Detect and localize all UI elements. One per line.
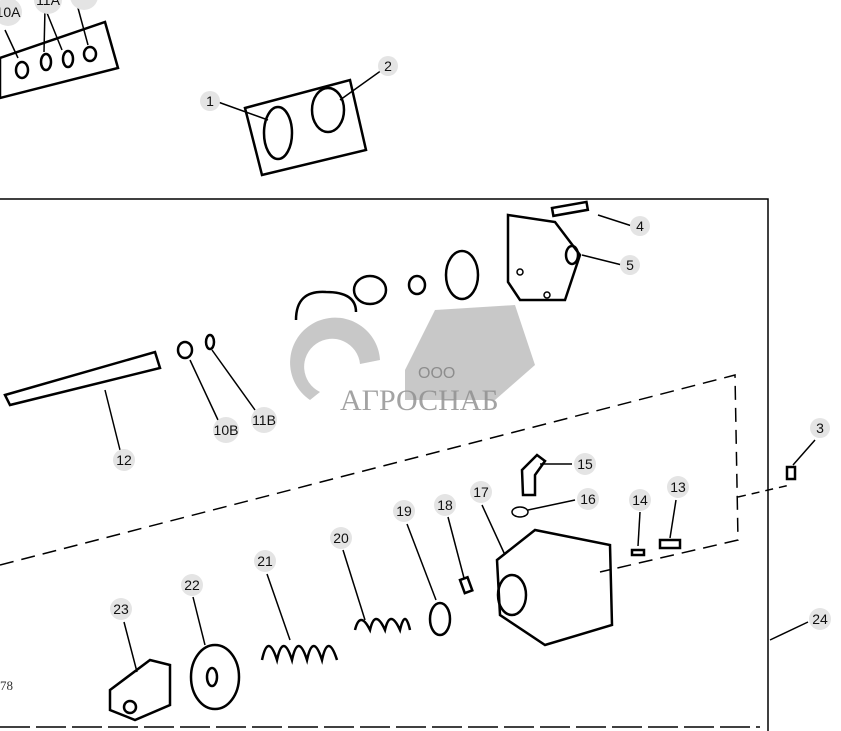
callout-22: 22	[181, 574, 203, 596]
callout-11a: 11A	[34, 0, 62, 14]
lower-parts	[108, 439, 816, 722]
watermark-prefix: ООО	[418, 365, 455, 382]
svg-text:12: 12	[116, 452, 132, 468]
svg-text:13: 13	[670, 479, 686, 495]
callout-2: 2	[378, 56, 398, 76]
svg-text:19: 19	[396, 503, 412, 519]
svg-text:14: 14	[632, 492, 648, 508]
shaft	[3, 333, 256, 451]
svg-text:11B: 11B	[252, 412, 276, 428]
callout-11b: 11B	[251, 407, 277, 433]
callout-3: 3	[810, 418, 830, 438]
watermark-logo: ООО АГРОСНАБ	[290, 305, 535, 417]
svg-text:18: 18	[437, 497, 453, 513]
upper-parts	[294, 200, 633, 321]
callout-19: 19	[393, 500, 415, 522]
svg-text:10A: 10A	[0, 4, 21, 20]
callout-24: 24	[809, 608, 831, 630]
callout-14: 14	[629, 489, 651, 511]
callout-10b: 10B	[213, 417, 239, 443]
callout-1: 1	[200, 91, 220, 111]
callout-16: 16	[577, 488, 599, 510]
callout-12: 12	[113, 449, 135, 471]
assembly-frame	[0, 198, 769, 731]
callout-5: 5	[620, 255, 640, 275]
svg-text:22: 22	[184, 577, 200, 593]
svg-text:20: 20	[333, 530, 349, 546]
svg-text:23: 23	[113, 601, 129, 617]
callout-18: 18	[434, 494, 456, 516]
svg-text:16: 16	[580, 491, 596, 507]
seal-kit-a-panel	[0, 7, 120, 100]
seal-kit-panel	[217, 69, 383, 177]
callout-10a: 10A	[0, 0, 22, 26]
svg-text:11A: 11A	[36, 0, 61, 8]
callout-20: 20	[330, 527, 352, 549]
svg-text:1: 1	[206, 93, 214, 109]
svg-text:5: 5	[626, 257, 634, 273]
figure-code: 78	[0, 678, 13, 693]
callout-21: 21	[254, 550, 276, 572]
svg-text:10B: 10B	[214, 422, 239, 438]
svg-text:24: 24	[812, 611, 828, 627]
svg-text:17: 17	[473, 484, 489, 500]
callout-13: 13	[667, 476, 689, 498]
callout-17: 17	[470, 481, 492, 503]
svg-text:21: 21	[257, 553, 273, 569]
watermark-name: АГРОСНАБ	[340, 384, 499, 417]
svg-text:3: 3	[816, 420, 824, 436]
callout-23: 23	[110, 598, 132, 620]
callout-4: 4	[630, 216, 650, 236]
svg-text:2: 2	[384, 58, 392, 74]
callout-15: 15	[574, 453, 596, 475]
svg-text:4: 4	[636, 218, 644, 234]
callout-partial	[70, 0, 98, 10]
svg-text:15: 15	[577, 456, 593, 472]
